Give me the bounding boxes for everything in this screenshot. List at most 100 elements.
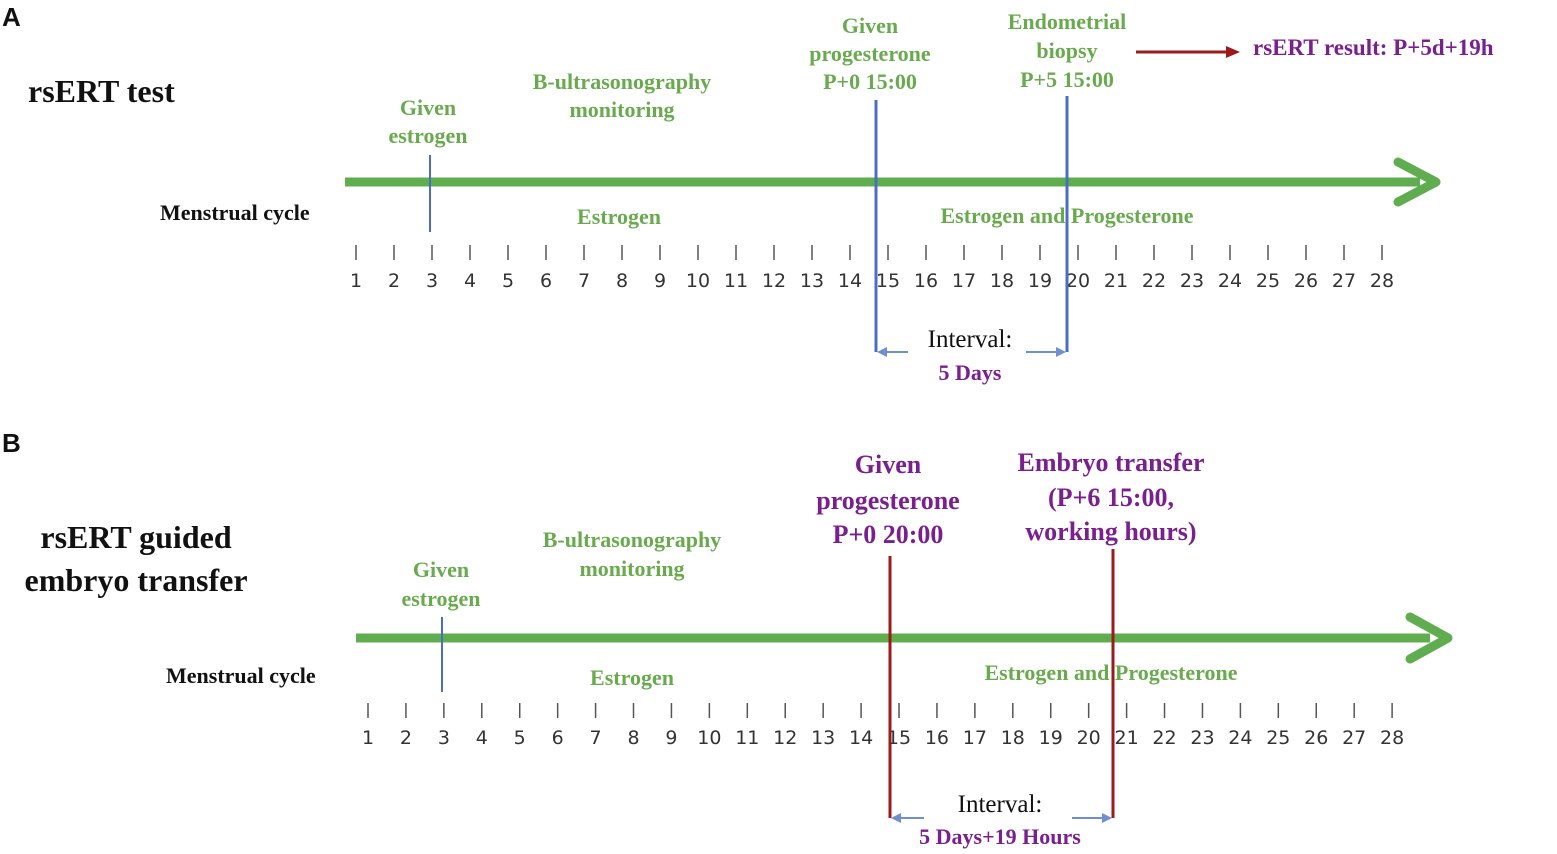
panel-a-day-label: 21 <box>1104 270 1128 292</box>
panel-b-phase-estrogen-progesterone: Estrogen and Progesterone <box>985 660 1238 685</box>
panel-b-day-label: 21 <box>1115 727 1139 749</box>
panel-b-progesterone-event-line1: Given <box>855 450 922 479</box>
panel-b-day-label: 19 <box>1039 727 1063 749</box>
panel-b-progesterone-event-line2: progesterone <box>816 486 959 515</box>
panel-b-day-label: 8 <box>627 727 639 749</box>
panel-b-progesterone-event-line3: P+0 20:00 <box>833 520 944 549</box>
panel-b-day-label: 23 <box>1190 727 1214 749</box>
panel-a-estrogen-event-line2: estrogen <box>388 123 467 148</box>
panel-b-day-label: 27 <box>1342 727 1366 749</box>
panel-a-ultrasound-line1: B-ultrasonography <box>533 69 711 94</box>
panel-a-biopsy-event-line1: Endometrial <box>1008 9 1127 34</box>
panel-a-day-label: 6 <box>540 270 552 292</box>
panel-b-day-label: 7 <box>590 727 602 749</box>
panel-b-interval-arrowhead-left <box>891 813 901 823</box>
panel-a-day-label: 16 <box>914 270 938 292</box>
panel-a-phase-estrogen: Estrogen <box>577 204 661 229</box>
panel-b-timeline-arrow-head <box>1405 612 1453 664</box>
panel-b-transfer-event-line2: (P+6 15:00, <box>1048 483 1174 512</box>
panel-b-day-label: 28 <box>1380 727 1404 749</box>
panel-a-day-label: 23 <box>1180 270 1204 292</box>
panel-b-day-label: 13 <box>811 727 835 749</box>
panel-b-day-label: 10 <box>697 727 721 749</box>
panel-a-day-label: 25 <box>1256 270 1280 292</box>
panel-a-day-label: 19 <box>1028 270 1052 292</box>
panel-b-day-label: 14 <box>849 727 873 749</box>
panel-a-interval-arrowhead-right <box>1056 347 1066 357</box>
panel-a-interval-value: 5 Days <box>939 360 1002 385</box>
panel-a-letter: A <box>2 2 21 32</box>
panel-a-day-label: 18 <box>990 270 1014 292</box>
panel-b-ultrasound-line1: B-ultrasonography <box>543 527 721 552</box>
panel-b-day-label: 20 <box>1077 727 1101 749</box>
panel-a-day-label: 5 <box>502 270 514 292</box>
panel-b-day-label: 12 <box>773 727 797 749</box>
panel-a-day-label: 27 <box>1332 270 1356 292</box>
panel-a-day-label: 7 <box>578 270 590 292</box>
panel-a-timeline-arrow-head <box>1393 157 1441 207</box>
panel-b-day-label: 6 <box>552 727 564 749</box>
panel-a-day-label: 15 <box>876 270 900 292</box>
panel-a-result: rsERT result: P+5d+19h <box>1253 35 1494 60</box>
panel-a-day-label: 10 <box>686 270 710 292</box>
panel-b-day-label: 2 <box>400 727 412 749</box>
panel-a-title: rsERT test <box>28 73 175 109</box>
panel-b-day-label: 15 <box>887 727 911 749</box>
panel-b-title-line1: rsERT guided <box>40 519 231 555</box>
panel-a-day-label: 4 <box>464 270 476 292</box>
panel-a-day-label: 26 <box>1294 270 1318 292</box>
panel-b-day-label: 1 <box>362 727 374 749</box>
panel-b-cycle-label: Menstrual cycle <box>166 663 316 688</box>
panel-b-day-label: 18 <box>1001 727 1025 749</box>
panel-b: B rsERT guided embryo transfer Menstrual… <box>2 428 1453 849</box>
panel-a-day-label: 13 <box>800 270 824 292</box>
panel-b-letter: B <box>2 428 21 458</box>
panel-b-day-label: 22 <box>1152 727 1176 749</box>
panel-a-interval-arrowhead-left <box>877 347 887 357</box>
panel-b-day-label: 16 <box>925 727 949 749</box>
panel-a-day-label: 9 <box>654 270 666 292</box>
panel-a-day-label: 1 <box>350 270 362 292</box>
panel-b-day-label: 25 <box>1266 727 1290 749</box>
panel-a-cycle-label: Menstrual cycle <box>160 200 310 225</box>
panel-b-day-label: 26 <box>1304 727 1328 749</box>
panel-a-biopsy-event-line2: biopsy <box>1036 38 1097 63</box>
panel-b-day-label: 3 <box>438 727 450 749</box>
panel-a-day-label: 2 <box>388 270 400 292</box>
panel-b-interval-value: 5 Days+19 Hours <box>919 824 1081 849</box>
panel-a-day-label: 8 <box>616 270 628 292</box>
panel-a-day-label: 28 <box>1370 270 1394 292</box>
panel-b-day-label: 11 <box>735 727 759 749</box>
panel-b-transfer-event-line1: Embryo transfer <box>1017 448 1204 477</box>
panel-b-estrogen-event-line2: estrogen <box>401 586 480 611</box>
panel-a-day-label: 12 <box>762 270 786 292</box>
panel-a-interval-label: Interval: <box>928 326 1013 353</box>
panel-b-day-label: 9 <box>665 727 677 749</box>
panel-a-ultrasound-line2: monitoring <box>569 97 674 122</box>
panel-a-day-label: 20 <box>1066 270 1090 292</box>
panel-a-result-arrow-head <box>1226 46 1240 58</box>
panel-b-interval-arrowhead-right <box>1102 813 1112 823</box>
panel-a-progesterone-event-line1: Given <box>842 13 898 38</box>
panel-b-title-line2: embryo transfer <box>24 562 247 598</box>
panel-a-progesterone-event-line2: progesterone <box>809 41 931 66</box>
panel-a-day-label: 24 <box>1218 270 1242 292</box>
panel-a-day-label: 17 <box>952 270 976 292</box>
panel-b-day-label: 17 <box>963 727 987 749</box>
panel-b-interval-label: Interval: <box>958 791 1043 818</box>
panel-b-day-label: 24 <box>1228 727 1252 749</box>
panel-a-progesterone-event-line3: P+0 15:00 <box>823 69 917 94</box>
panel-a-day-label: 14 <box>838 270 862 292</box>
panel-a-day-label: 22 <box>1142 270 1166 292</box>
panel-b-ultrasound-line2: monitoring <box>579 556 684 581</box>
panel-a-day-label: 11 <box>724 270 748 292</box>
panel-a: A rsERT test Menstrual cycle Given estro… <box>2 2 1494 385</box>
panel-b-day-label: 5 <box>514 727 526 749</box>
panel-b-day-label: 4 <box>476 727 488 749</box>
panel-b-phase-estrogen: Estrogen <box>590 665 674 690</box>
panel-a-estrogen-event-line1: Given <box>400 95 456 120</box>
panel-b-transfer-event-line3: working hours) <box>1025 517 1196 546</box>
